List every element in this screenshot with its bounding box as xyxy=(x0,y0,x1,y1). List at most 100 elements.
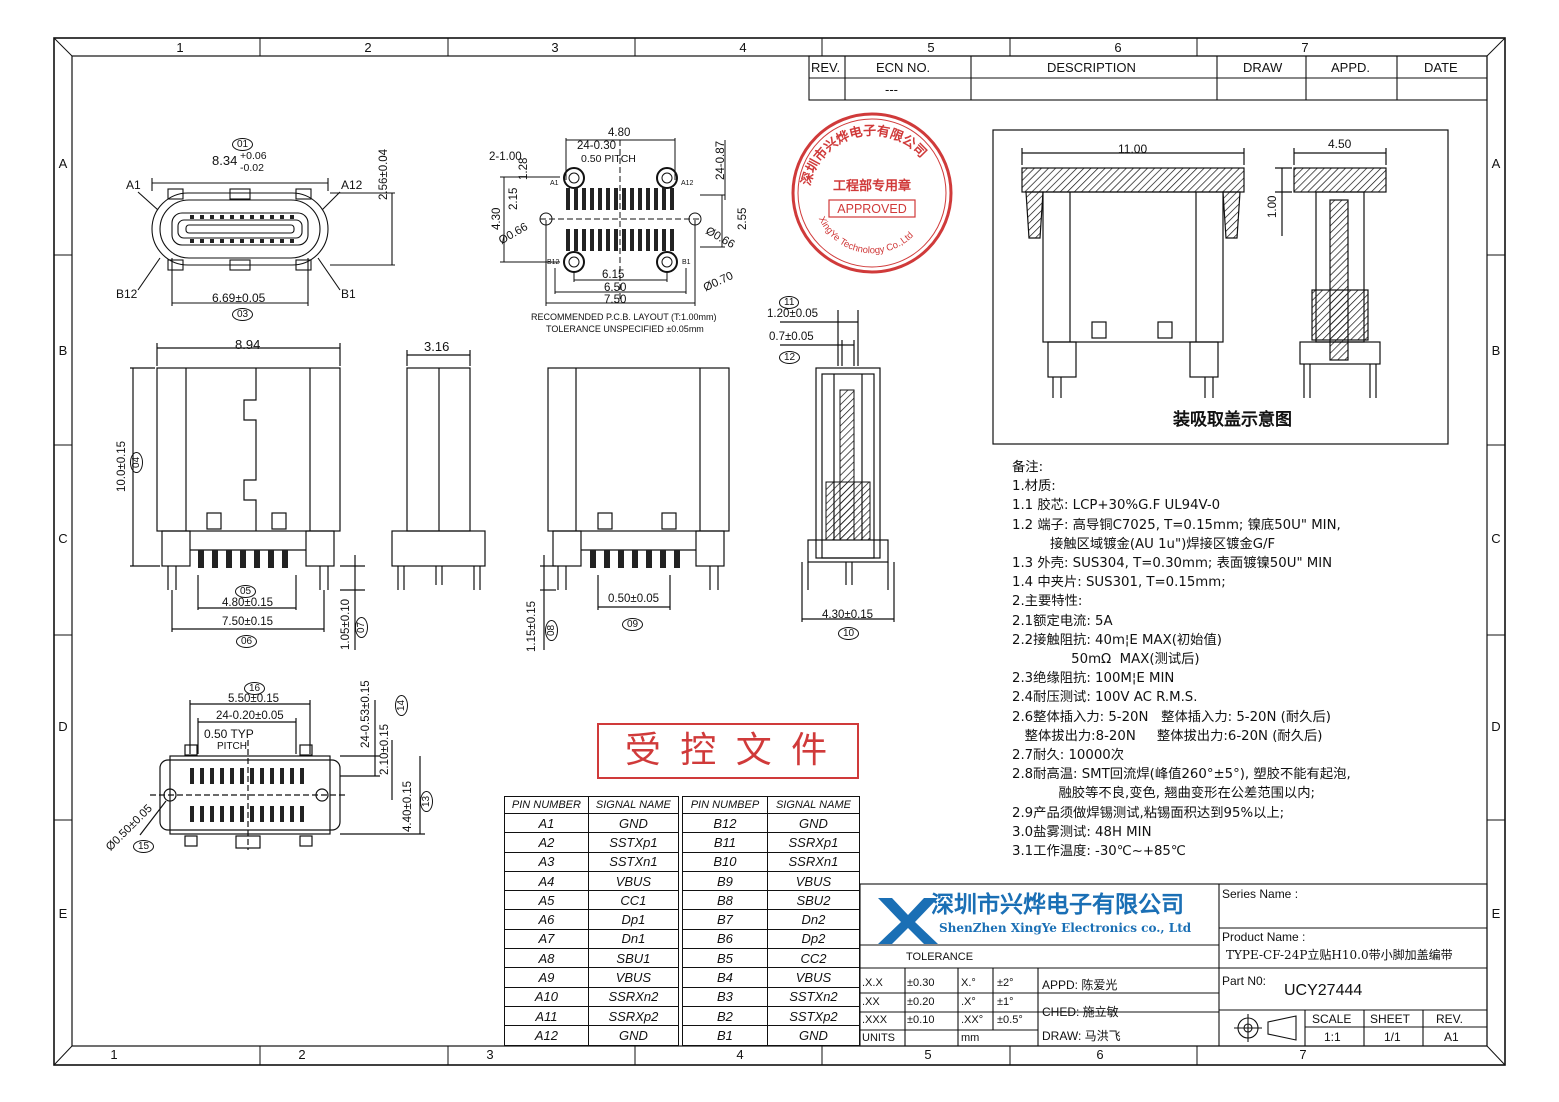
label-a1: A1 xyxy=(126,178,141,192)
bottom-dim-24x053: 24-0.53±0.15 xyxy=(360,680,372,748)
dim-tol-plus: +0.06 xyxy=(240,150,267,162)
pcb-dim-750: 7.50 xyxy=(604,294,627,306)
ref-08: 08 xyxy=(545,619,558,641)
pin-number-cell: B11 xyxy=(682,832,768,853)
pin-number-cell: A1 xyxy=(504,812,589,834)
pcb-dim-128: 1.28 xyxy=(518,157,530,180)
note-line: 3.1工作温度: -30℃~+85℃ xyxy=(1012,844,1186,860)
note-line: 1.4 中夹片: SUS301, T=0.15mm; xyxy=(1012,575,1226,591)
series-name-label: Series Name : xyxy=(1222,887,1299,901)
pcb-dim-480: 4.80 xyxy=(608,127,631,139)
ref-09: 09 xyxy=(622,616,644,631)
pin-number-cell: B5 xyxy=(682,948,768,969)
rev-header-description: DESCRIPTION xyxy=(1047,60,1136,75)
ref-03: 03 xyxy=(232,306,254,321)
dim-tol-minus: -0.02 xyxy=(240,162,264,174)
pcb-label-a1: A1 xyxy=(550,180,559,187)
pcb-caption-1: RECOMMENDED P.C.B. LAYOUT (T:1.00mm) xyxy=(531,312,717,322)
front-dim-105: 1.05±0.10 xyxy=(340,598,352,650)
zone-top-7: 7 xyxy=(1301,40,1309,55)
note-line: 2.4耐压测试: 100V AC R.M.S. xyxy=(1012,690,1198,706)
stamp-approved: APPROVED xyxy=(837,202,906,216)
dim-inner-669: 6.69±0.05 xyxy=(212,291,266,305)
tol-row-3-ang: .XX° xyxy=(961,1014,984,1026)
note-line: 2.3绝缘阻抗: 100M¦E MIN xyxy=(1012,671,1175,687)
label-b1: B1 xyxy=(341,287,356,301)
ref-16: 16 xyxy=(244,680,266,695)
pin-number-cell: A4 xyxy=(504,870,589,892)
rev-value: A1 xyxy=(1444,1030,1459,1044)
signal-name-cell: Dn2 xyxy=(766,909,861,930)
note-line: 3.0盐雾测试: 48H MIN xyxy=(1012,824,1152,840)
ref-15: 15 xyxy=(133,838,155,853)
pin-number-cell: A2 xyxy=(504,832,589,853)
signal-name-cell: SSRXn2 xyxy=(587,986,680,1007)
stamp-department: 工程部专用章 xyxy=(833,178,911,193)
company-logo-icon xyxy=(878,898,938,944)
pcb-dim-650: 6.50 xyxy=(604,282,627,294)
part-no-label: Part N0: xyxy=(1222,974,1267,988)
section-dim-070: 0.7±0.05 xyxy=(769,331,814,343)
zone-left-b: B xyxy=(58,343,68,358)
zone-bottom-7: 7 xyxy=(1299,1047,1307,1062)
note-line: 整体拔出力:8-20N 整体拔出力:6-20N (耐久后) xyxy=(1012,728,1323,744)
pin-number-cell: B2 xyxy=(682,1005,768,1027)
pcb-dim-255: 2.55 xyxy=(737,207,749,230)
signal-name-cell: SBU2 xyxy=(766,890,861,911)
signal-name-cell: VBUS xyxy=(766,967,861,988)
sheet-value: 1/1 xyxy=(1384,1030,1401,1044)
back-dim-115: 1.15±0.15 xyxy=(526,600,538,652)
company-name-cn: 深圳市兴烨电子有限公司 xyxy=(931,891,1184,917)
signal-name-cell: GND xyxy=(587,1025,680,1046)
side-dim-316: 3.16 xyxy=(424,339,450,354)
pcb-dim-430: 4.30 xyxy=(491,207,503,230)
zone-top-2: 2 xyxy=(364,40,372,55)
note-line: 2.主要特性: xyxy=(1012,594,1083,610)
zone-bottom-2: 2 xyxy=(298,1047,306,1062)
zone-right-d: D xyxy=(1491,719,1501,734)
ref-07: 07 xyxy=(355,616,368,638)
ref-12: 12 xyxy=(779,349,801,364)
pcb-dim-24x030: 24-0.30 xyxy=(577,140,617,152)
back-dim-pitch: 0.50±0.05 xyxy=(608,593,660,605)
rev-header-appd: APPD. xyxy=(1331,60,1371,75)
tol-row-3-val: ±0.10 xyxy=(907,1014,935,1026)
zone-top-3: 3 xyxy=(551,40,559,55)
front-dim-750: 7.50±0.15 xyxy=(222,616,274,628)
signal-name-cell: VBUS xyxy=(587,967,680,988)
cover-dim-100: 1.00 xyxy=(1267,195,1279,218)
signal-name-cell: CC2 xyxy=(766,948,861,969)
units-label: UNITS xyxy=(862,1032,895,1044)
label-b12: B12 xyxy=(116,287,138,301)
signal-name-cell: SSTXp1 xyxy=(587,832,680,853)
note-line: 2.9产品须做焊锡测试,粘锡面积达到95%以上; xyxy=(1012,805,1285,821)
rev-header-ecn: ECN NO. xyxy=(876,60,931,75)
rev-header-draw: DRAW xyxy=(1243,60,1283,75)
tol-row-1-val: ±0.30 xyxy=(907,977,935,989)
bottom-dim-pitch: 0.50 TYP xyxy=(204,727,254,741)
zone-right-c: C xyxy=(1491,531,1501,546)
bottom-dim-440: 4.40±0.15 xyxy=(402,780,414,832)
controlled-document-text: 受 控 文 件 xyxy=(624,730,832,771)
rev-label: REV. xyxy=(1436,1012,1463,1026)
pcb-dim-215: 2.15 xyxy=(508,187,520,210)
pin-b-header-signal: SIGNAL NAME xyxy=(766,796,861,814)
zone-left-c: C xyxy=(58,531,68,546)
pin-number-cell: A5 xyxy=(504,890,589,911)
cover-caption: 装吸取盖示意图 xyxy=(1173,410,1292,429)
rev-header-date: DATE xyxy=(1424,60,1458,75)
signal-name-cell: VBUS xyxy=(587,870,680,892)
note-line: 2.7耐久: 10000次 xyxy=(1012,748,1125,764)
